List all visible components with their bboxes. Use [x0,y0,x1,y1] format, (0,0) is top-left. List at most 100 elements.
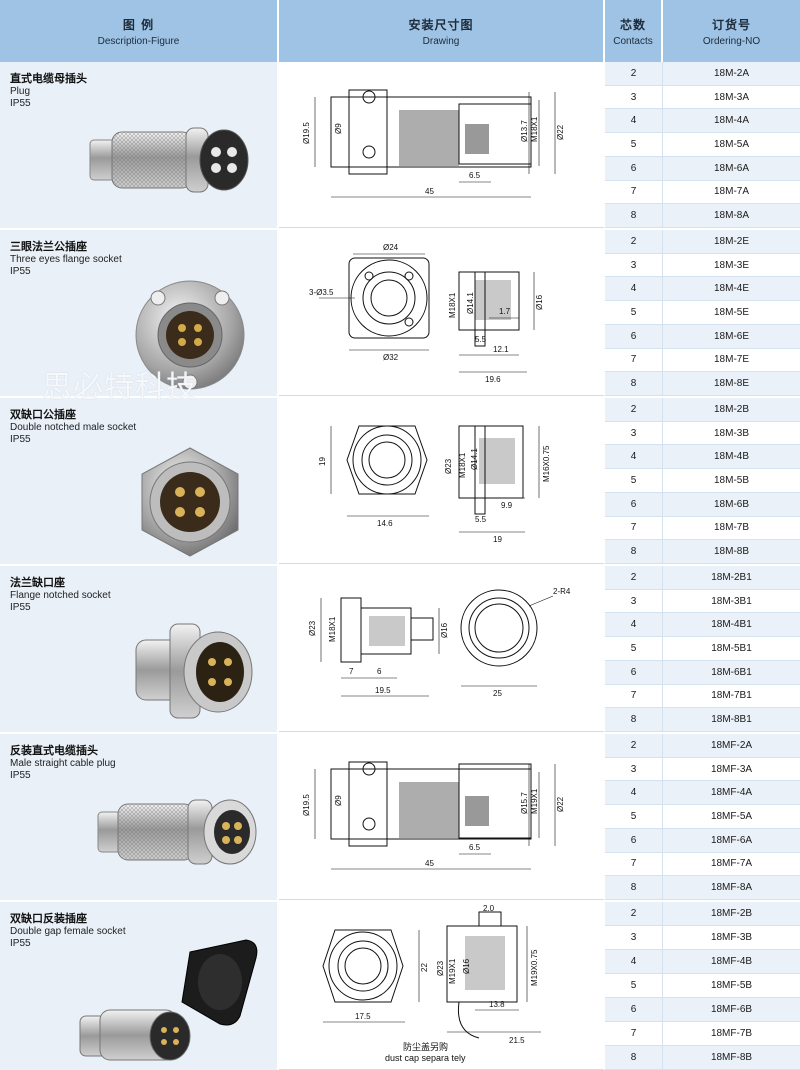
order-cell: 18M-5A [713,139,749,151]
product-name-cn: 反装直式电缆插头 [10,744,98,757]
order-cell: 18M-8B1 [711,714,752,726]
dim-label: 45 [425,187,434,196]
order-cell: 18MF-7B [710,1028,753,1039]
order-cell: 18M-4E [713,283,749,295]
order-cell: 18M-4B1 [711,619,752,631]
contacts-cell: 6 [605,156,663,180]
dim-label: 9.9 [501,501,513,510]
header-description-en: Description-Figure [97,35,180,47]
header-ordering-cn: 订货号 [711,17,751,32]
dim-label: Ø22 [556,124,565,140]
contacts-cell: 7 [605,684,663,708]
table-row: 2 18MF-2B [605,902,800,926]
dim-label: M19X1 [448,958,457,984]
header-drawing-cn: 安装尺寸图 [408,17,474,32]
product-name-en: Plug [10,86,31,97]
order-cell: 18MF-2B [710,908,753,919]
dim-label: Ø15.7 [520,792,529,814]
order-cell: 18M-8E [713,378,749,390]
contacts-cell: 8 [605,372,663,396]
table-row: 8 18MF-8A [605,876,800,901]
product-description: 双缺口反装插座 Double gap female socket IP55 [0,902,279,1070]
order-cell: 18M-3B [713,427,749,439]
product-name-en: Three eyes flange socket [10,254,122,265]
technical-drawing-male-straight-cable-plug: Ø19.5 Ø9 Ø15.7 M19X1 Ø22 6.5 45 [302,761,565,870]
contacts-cell: 4 [605,109,663,133]
technical-drawing-double-notched-male-socket: 19 14.6 Ø23 M18X1 Ø14.1 M16X0.75 9.9 5.5… [318,425,551,544]
order-cell: 18MF-8A [710,882,753,894]
drawing-three-eyes-flange-socket: Ø24 3-Ø3.5 Ø32 M18X1 Ø14.1 Ø16 1.7 5.5 1… [279,230,605,396]
drawing-plug: Ø19.5 Ø9 Ø13.7 M18X1 Ø22 6.5 45 [279,62,605,228]
order-cell: 18M-5B [713,475,749,487]
product-name-en: Flange notched socket [10,590,111,601]
order-cell: 18M-3E [713,259,749,271]
product-description: 双缺口公插座 Double notched male socket IP55 [0,398,279,564]
header-description: 图 例 Description-Figure [0,0,279,62]
order-cell: 18M-7A [713,186,749,198]
order-cell: 18MF-8B [710,1052,753,1063]
dim-label: Ø24 [383,243,399,252]
contacts-cell: 4 [605,445,663,469]
contacts-cell: 3 [605,757,663,781]
contacts-cell: 7 [605,180,663,204]
contacts-cell: 8 [605,708,663,732]
connector-photo [141,447,239,557]
header-drawing: 安装尺寸图 Drawing [279,0,605,62]
drawing-double-gap-female-socket: 22 17.5 2.0 Ø23 M19X1 Ø16 M19X0.75 13.8 … [279,902,605,1070]
drawing-double-notched-male-socket: 19 14.6 Ø23 M18X1 Ø14.1 M16X0.75 9.9 5.5… [279,398,605,564]
contacts-cell: 8 [605,876,663,900]
order-cell: 18M-2E [713,235,749,247]
dim-label: 2-R4 [553,587,571,596]
dim-label: M16X0.75 [542,445,551,482]
contacts-cell: 7 [605,348,663,372]
dust-cap-note-en: dust cap separa tely [385,1053,466,1063]
table-row: 8 18M-8B1 [605,708,800,733]
product-name-en: Double gap female socket [10,926,126,937]
dim-label: 6.5 [469,171,481,180]
dim-label: M18X1 [530,116,539,142]
order-cell: 18M-6A [713,162,749,174]
dim-label: 21.5 [509,1036,525,1045]
order-cell: 18M-7E [713,354,749,366]
order-cell: 18MF-7A [710,858,753,870]
order-cell: 18M-7B [713,522,749,534]
product-name-cn: 双缺口公插座 [10,408,76,421]
product-ip-rating: IP55 [10,266,31,277]
dim-label: M19X0.75 [530,949,539,986]
dim-label: Ø22 [556,796,565,812]
order-cell: 18M-5B1 [711,643,752,655]
order-cell: 18M-6E [713,330,749,342]
dim-label: Ø16 [440,622,449,638]
contacts-cell: 3 [605,926,663,949]
dim-label: Ø14.1 [466,292,475,314]
product-name-en: Double notched male socket [10,422,137,433]
order-cell: 18MF-6B [710,1004,753,1015]
order-cell: 18M-6B [713,498,749,510]
order-cell: 18M-4A [713,115,749,127]
contacts-cell: 2 [605,902,663,925]
order-cell: 18M-6B1 [711,666,752,678]
drawing-flange-notched-socket: Ø23 M18X1 Ø16 7 6 19.5 2-R4 25 [279,566,605,732]
dim-label: 19.5 [375,686,391,695]
product-ip-rating: IP55 [10,938,31,949]
product-name-cn: 双缺口反装插座 [10,912,87,925]
dim-label: 7 [349,667,354,676]
contacts-cell: 2 [605,62,663,85]
dim-label: 13.8 [489,1000,505,1009]
